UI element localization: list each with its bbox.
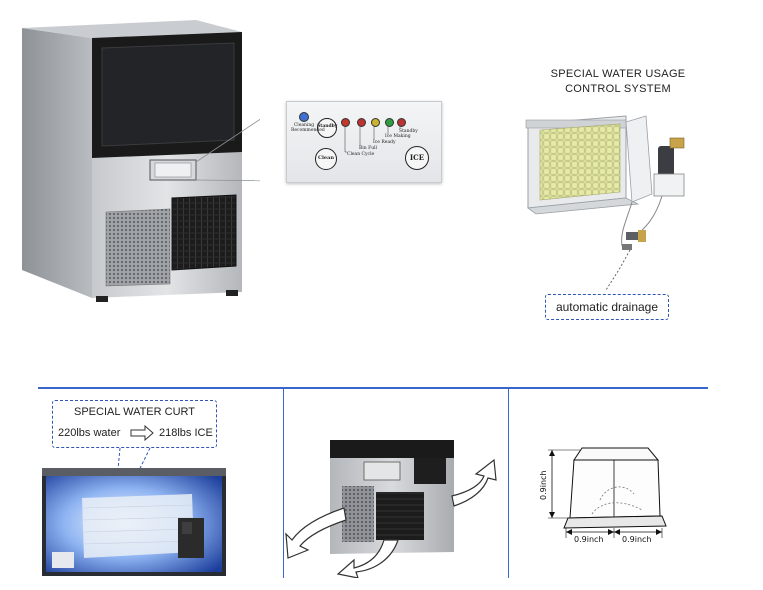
section-divider-vertical-2 — [508, 388, 509, 578]
standby-button[interactable] — [317, 118, 337, 138]
cube-height-label: 0.9inch — [539, 471, 548, 500]
cube-width-label: 0.9inch — [574, 535, 603, 544]
indicator-light-red-2 — [357, 118, 366, 127]
indicator-leader-lines — [344, 126, 401, 153]
cleaning-recommended-label: Cleaning Recommended — [291, 123, 325, 133]
ice-amount-text: 218lbs ICE — [159, 427, 213, 439]
cube-depth-label: 0.9inch — [622, 535, 651, 544]
water-amount-text: 220lbs water — [58, 427, 121, 439]
standby-indicator-label: Standby — [399, 129, 418, 134]
water-curtain-interior-image — [42, 468, 226, 576]
indicator-light-yellow — [371, 118, 380, 127]
standby-button-label: Standby — [317, 124, 338, 129]
section-divider-horizontal — [38, 387, 708, 389]
clean-button-label: Clean — [318, 155, 334, 161]
water-curtain-callout — [52, 400, 217, 448]
control-panel-zoom: Standby Clean ICE Cleaning Recommended B… — [286, 101, 442, 183]
indicator-light-red-3 — [397, 118, 406, 127]
clean-cycle-label: Clean Cycle — [347, 152, 375, 157]
clean-button[interactable] — [315, 148, 337, 170]
ice-machine-image — [22, 20, 260, 302]
water-curtain-title: SPECIAL WATER CURT — [73, 406, 196, 418]
ice-making-label: Ice Making — [385, 134, 411, 139]
indicator-light-blue — [299, 112, 309, 122]
section-divider-vertical-1 — [283, 388, 284, 578]
bin-full-label: Bin Full — [359, 146, 377, 151]
automatic-drainage-label: automatic drainage — [545, 294, 669, 320]
water-system-title-line2: CONTROL SYSTEM — [565, 83, 671, 95]
ice-button-label: ICE — [409, 153, 425, 162]
airflow-machine-image — [285, 440, 497, 578]
water-system-title: SPECIAL WATER USAGE CONTROL SYSTEM — [520, 67, 716, 97]
water-system-image — [525, 115, 685, 291]
indicator-light-red — [341, 118, 350, 127]
ice-button[interactable] — [405, 146, 429, 170]
conversion-arrow-icon — [130, 425, 154, 441]
water-system-title-line1: SPECIAL WATER USAGE — [550, 68, 686, 80]
ice-cube-dimension-diagram: 0.9inch 0.9inch 0.9inch — [539, 447, 667, 544]
indicator-light-green — [385, 118, 394, 127]
ice-ready-label: Ice Ready — [373, 140, 396, 145]
